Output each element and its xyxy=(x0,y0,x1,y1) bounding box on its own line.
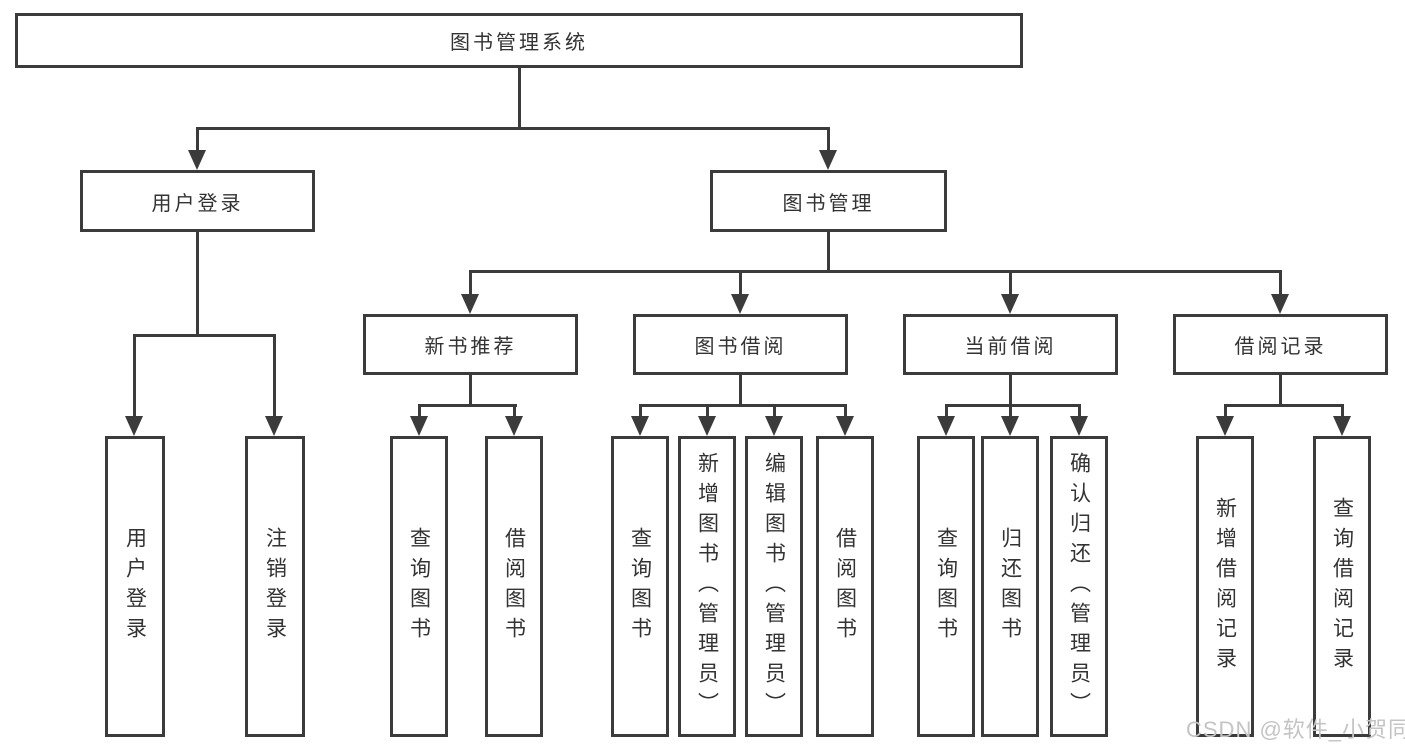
node-book-borrowing: 图书借阅 xyxy=(633,314,848,375)
leaf-current-query-books: 查询图书 xyxy=(917,436,975,737)
leaf-current-return-books-label: 归还图书 xyxy=(998,526,1022,647)
connector-arrow-stem xyxy=(273,334,276,420)
node-book-management-label: 图书管理 xyxy=(782,192,875,215)
leaf-logout: 注销登录 xyxy=(245,436,305,737)
node-current-borrowing: 当前借阅 xyxy=(903,314,1118,375)
arrow-down-icon xyxy=(125,416,143,436)
connector-arrow-stem xyxy=(469,270,472,296)
csdn-watermark: CSDN @软件_小贺同学 xyxy=(1186,717,1405,742)
node-book-borrowing-label: 图书借阅 xyxy=(694,336,787,358)
leaf-borrowing-add-books-admin-label: 新增图书（管理员） xyxy=(695,451,719,722)
leaf-borrowing-query-books-label: 查询图书 xyxy=(628,526,652,647)
leaf-user-login: 用户登录 xyxy=(105,436,165,737)
leaf-logout-label: 注销登录 xyxy=(263,526,287,647)
connector-root-stub xyxy=(518,68,521,128)
connector-arrow-stem xyxy=(1279,270,1282,296)
arrow-down-icon xyxy=(1271,294,1289,314)
leaf-current-return-books: 归还图书 xyxy=(981,436,1039,737)
node-user-login: 用户登录 xyxy=(80,170,315,232)
connector-borrowing-rail xyxy=(639,404,846,407)
connector-arrow-stem xyxy=(1009,404,1012,420)
arrow-down-icon xyxy=(731,294,749,314)
connector-current-rail xyxy=(945,404,1081,407)
node-book-management: 图书管理 xyxy=(710,170,947,232)
arrow-down-icon xyxy=(1001,294,1019,314)
leaf-borrowing-edit-books-admin-label: 编辑图书（管理员） xyxy=(762,451,786,722)
connector-arrow-stem xyxy=(133,334,136,420)
leaf-borrowing-query-books: 查询图书 xyxy=(611,436,669,737)
leaf-borrowing-edit-books-admin: 编辑图书（管理员） xyxy=(745,436,803,737)
node-user-login-label: 用户登录 xyxy=(151,192,244,215)
leaf-recommend-borrow-books: 借阅图书 xyxy=(485,436,543,737)
connector-recommend-rail xyxy=(418,404,517,407)
leaf-records-add-record-label: 新增借阅记录 xyxy=(1213,496,1237,677)
connector-arrow-stem xyxy=(1078,404,1081,420)
connector-arrow-stem xyxy=(639,404,642,420)
arrow-down-icon xyxy=(188,150,206,170)
arrow-down-icon xyxy=(698,416,716,436)
connector-user-login-rail xyxy=(133,334,276,337)
leaf-borrowing-borrow-books-label: 借阅图书 xyxy=(833,526,857,647)
leaf-records-add-record: 新增借阅记录 xyxy=(1196,436,1254,737)
connector-recommend-stub xyxy=(469,375,472,406)
connector-records-rail xyxy=(1224,404,1343,407)
leaf-records-query-record-label: 查询借阅记录 xyxy=(1330,496,1354,677)
node-library-system: 图书管理系统 xyxy=(15,13,1023,68)
connector-arrow-stem xyxy=(739,270,742,296)
leaf-borrowing-add-books-admin: 新增图书（管理员） xyxy=(678,436,736,737)
leaf-current-query-books-label: 查询图书 xyxy=(934,526,958,647)
connector-user-login-stub xyxy=(196,232,199,336)
arrow-down-icon xyxy=(631,416,649,436)
connector-arrow-user-login-stem xyxy=(196,127,199,155)
leaf-current-confirm-return-admin: 确认归还（管理员） xyxy=(1050,436,1108,737)
arrow-down-icon xyxy=(1216,416,1234,436)
connector-arrow-stem xyxy=(513,404,516,420)
node-current-borrowing-label: 当前借阅 xyxy=(964,336,1057,358)
connector-records-stub xyxy=(1279,375,1282,406)
connector-borrowing-stub xyxy=(739,375,742,406)
node-borrowing-records: 借阅记录 xyxy=(1173,314,1388,375)
connector-arrow-stem xyxy=(1009,270,1012,296)
node-borrowing-records-label: 借阅记录 xyxy=(1234,336,1327,358)
connector-arrow-stem xyxy=(773,404,776,420)
connector-level1-rail xyxy=(196,127,830,130)
leaf-current-confirm-return-admin-label: 确认归还（管理员） xyxy=(1067,451,1091,722)
node-library-system-label: 图书管理系统 xyxy=(450,32,588,54)
connector-arrow-stem xyxy=(945,404,948,420)
arrow-down-icon xyxy=(836,416,854,436)
arrow-down-icon xyxy=(1333,416,1351,436)
leaf-recommend-query-books-label: 查询图书 xyxy=(407,526,431,647)
connector-current-stub xyxy=(1009,375,1012,406)
connector-arrow-stem xyxy=(706,404,709,420)
connector-book-mgmt-stub xyxy=(827,232,830,272)
node-new-book-recommend-label: 新书推荐 xyxy=(424,336,517,358)
arrow-down-icon xyxy=(410,416,428,436)
arrow-down-icon xyxy=(1001,416,1019,436)
leaf-recommend-query-books: 查询图书 xyxy=(390,436,448,737)
connector-arrow-stem xyxy=(1341,404,1344,420)
arrow-down-icon xyxy=(765,416,783,436)
arrow-down-icon xyxy=(505,416,523,436)
leaf-records-query-record: 查询借阅记录 xyxy=(1313,436,1371,737)
leaf-recommend-borrow-books-label: 借阅图书 xyxy=(502,526,526,647)
leaf-user-login-label: 用户登录 xyxy=(123,526,147,647)
arrow-down-icon xyxy=(1070,416,1088,436)
arrow-down-icon xyxy=(937,416,955,436)
connector-level2-rail xyxy=(469,270,1282,273)
connector-arrow-stem xyxy=(1224,404,1227,420)
connector-arrow-book-mgmt-stem xyxy=(827,127,830,155)
node-new-book-recommend: 新书推荐 xyxy=(363,314,578,375)
arrow-down-icon xyxy=(819,150,837,170)
connector-arrow-stem xyxy=(844,404,847,420)
connector-arrow-stem xyxy=(418,404,421,420)
arrow-down-icon xyxy=(265,416,283,436)
arrow-down-icon xyxy=(461,294,479,314)
leaf-borrowing-borrow-books: 借阅图书 xyxy=(816,436,874,737)
